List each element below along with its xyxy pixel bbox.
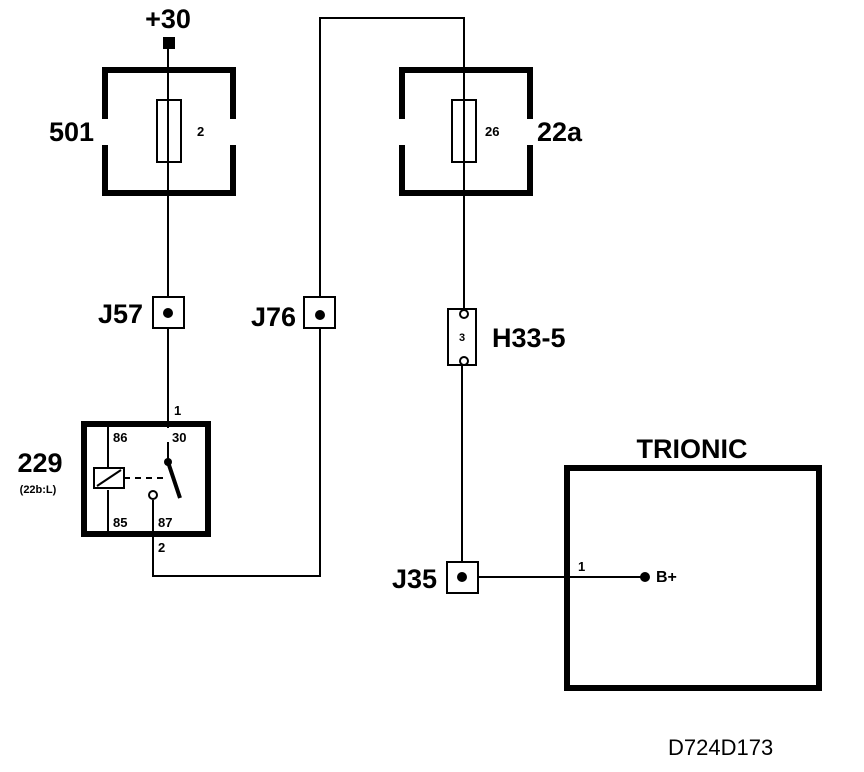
relay-229-pin-86: 86: [113, 430, 127, 445]
relay-229-contact-87: [148, 490, 158, 500]
supply-terminal: +30: [145, 4, 191, 49]
trionic-title: TRIONIC: [637, 434, 748, 464]
relay-229-pin-87: 87: [158, 515, 172, 530]
connector-h33: 3 H33-5: [447, 308, 566, 366]
connector-h33-pin-bottom: [459, 356, 469, 366]
junction-j57-label: J57: [98, 299, 143, 329]
fuse-box-22a-frame: [399, 67, 533, 196]
relay-229-pin-30: 30: [172, 430, 186, 445]
relay-229-sublabel: (22b:L): [20, 484, 57, 496]
relay-229-frame: [81, 421, 211, 537]
supply-label: +30: [145, 4, 191, 34]
fuse-box-501-label: 501: [49, 117, 94, 147]
junction-j57: J57: [98, 296, 185, 329]
junction-j57-dot: [163, 308, 173, 318]
fuse-box-501: 2 501: [49, 67, 236, 196]
connector-h33-pin-top: [459, 309, 469, 319]
relay-229-coil-diagonal: [96, 469, 122, 487]
fuse-box-22a-label: 22a: [537, 117, 583, 147]
trionic-terminal-dot: [640, 572, 650, 582]
supply-terminal-square: [163, 37, 175, 49]
fuse-22a-number: 26: [485, 124, 499, 139]
trionic-module: TRIONIC 1 B+: [564, 434, 822, 691]
relay-229-wire-in: 1: [174, 403, 181, 418]
trionic-module-frame: [564, 465, 822, 691]
relay-229-label: 229: [17, 448, 62, 478]
connector-h33-label: H33-5: [492, 323, 566, 353]
junction-j35: J35: [392, 561, 479, 594]
trionic-terminal-label: B+: [656, 569, 677, 586]
junction-j76-label: J76: [251, 302, 296, 332]
drawing-code: D724D173: [668, 735, 773, 760]
relay-229: 1 86 30 85 87 2 229 (22b:L): [17, 403, 211, 555]
wire-j76-to-fuse-22a: [319, 17, 465, 312]
relay-229-switch-arm: [166, 461, 182, 499]
relay-229-pin-85: 85: [113, 515, 127, 530]
junction-j35-dot: [457, 572, 467, 582]
fuse-box-22a: 26 22a: [399, 67, 583, 196]
connector-h33-pin: 3: [459, 332, 465, 344]
junction-j76: J76: [251, 296, 336, 332]
junction-j35-label: J35: [392, 564, 437, 594]
wire-j76-to-relay-87: [152, 318, 321, 577]
junction-j76-dot: [315, 310, 325, 320]
fuse-501-number: 2: [197, 124, 204, 139]
relay-229-wire-out: 2: [158, 540, 165, 555]
wires: [152, 17, 645, 578]
trionic-pin-number: 1: [578, 559, 585, 574]
junction-j57-box: [152, 296, 185, 329]
